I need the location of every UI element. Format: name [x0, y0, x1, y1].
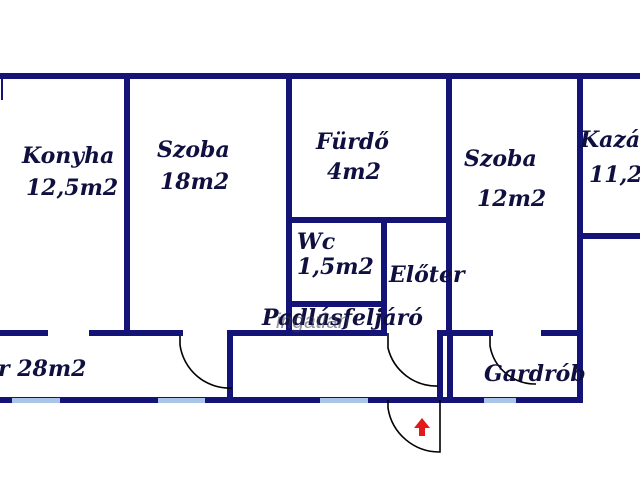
- room-name-wc: Wc: [297, 229, 336, 255]
- watermark-text: ingatlan: [276, 310, 350, 333]
- window: [158, 398, 205, 403]
- room-name-kazan: Kazá: [579, 127, 640, 153]
- window: [12, 398, 60, 403]
- room-area-szoba-2: 12m2: [477, 186, 546, 212]
- room-area-szoba-1: 18m2: [160, 169, 229, 195]
- window: [320, 398, 368, 403]
- door-swing: [387, 333, 439, 387]
- room-area-konyha: 12,5m2: [26, 175, 118, 201]
- door-swing: [179, 336, 233, 389]
- room-area-hall: r 28m2: [0, 356, 86, 382]
- window: [484, 398, 516, 403]
- windows: [12, 398, 516, 403]
- room-area-kazan: 11,2:: [589, 162, 640, 188]
- room-name-gardrob: Gardrób: [484, 361, 586, 387]
- padlasfeljaro-label: Padlásfeljáró: [261, 305, 423, 331]
- door-swing: [489, 336, 537, 385]
- red-up-arrow-icon: [414, 418, 430, 436]
- walls: [0, 73, 640, 403]
- room-name-eloter: Előter: [388, 262, 466, 288]
- room-area-furdo: 4m2: [327, 159, 381, 185]
- doors: [179, 333, 537, 453]
- room-area-wc: 1,5m2: [297, 254, 374, 280]
- room-name-konyha: Konyha: [21, 143, 114, 169]
- room-name-szoba-2: Szoba: [464, 146, 537, 172]
- door-swing: [387, 400, 441, 453]
- room-name-szoba-1: Szoba: [157, 137, 230, 163]
- room-name-furdo: Fürdő: [315, 129, 389, 155]
